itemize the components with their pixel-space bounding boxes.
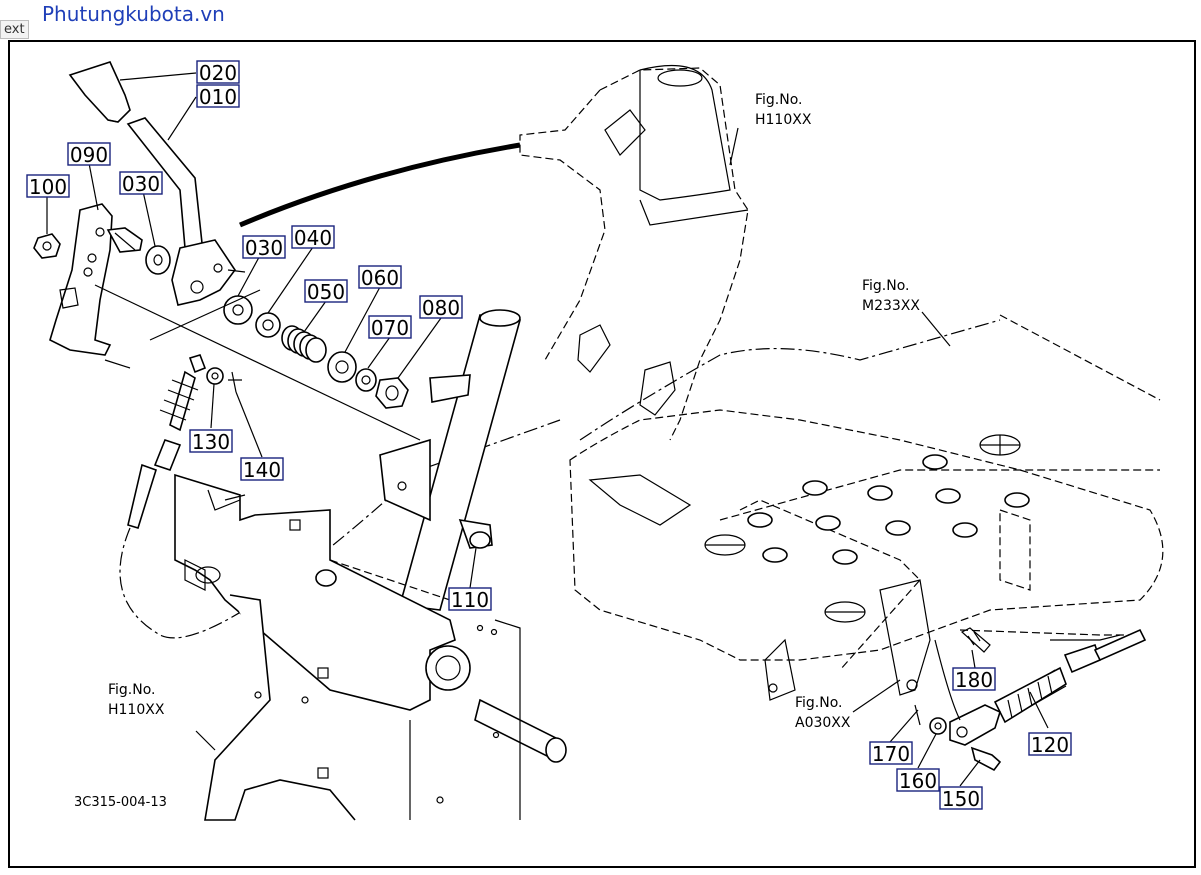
svg-text:Fig.No.: Fig.No. — [755, 92, 803, 108]
cable-assembly-right — [914, 627, 1147, 772]
part-label-090[interactable]: 090 — [67, 142, 111, 167]
svg-text:140: 140 — [243, 458, 281, 482]
svg-text:100: 100 — [29, 175, 67, 199]
floor-holes — [747, 454, 1030, 565]
svg-text:010: 010 — [199, 85, 237, 109]
part-label-110[interactable]: 110 — [448, 587, 492, 612]
part-label-060[interactable]: 060 — [358, 265, 402, 290]
part-label-130[interactable]: 130 — [189, 429, 233, 454]
watermark-text: Phutungkubota.vn — [42, 2, 225, 26]
part-label-030-a[interactable]: 030 — [119, 171, 163, 196]
part-label-050[interactable]: 050 — [304, 279, 348, 304]
part-label-140[interactable]: 140 — [240, 457, 284, 482]
figure-ref-h110-bottom[interactable]: Fig.No. H110XX — [108, 682, 165, 718]
column-tube — [379, 309, 522, 611]
lever-assembly — [33, 61, 561, 639]
svg-text:040: 040 — [294, 226, 332, 250]
svg-text:M233XX: M233XX — [862, 298, 920, 314]
text-tab[interactable]: ext — [0, 20, 29, 39]
svg-text:H110XX: H110XX — [755, 112, 812, 128]
figure-ref-h110-top[interactable]: Fig.No. H110XX — [755, 92, 812, 128]
svg-text:160: 160 — [899, 769, 937, 793]
drawing-code: 3C315-004-13 — [74, 795, 167, 810]
leader-lines — [46, 72, 1049, 787]
svg-text:080: 080 — [422, 296, 460, 320]
main-frame — [174, 473, 567, 821]
cable-end-left — [119, 370, 561, 639]
svg-text:110: 110 — [451, 588, 489, 612]
svg-text:A030XX: A030XX — [795, 715, 851, 731]
part-labels: 020 010 090 100 030 030 040 050 — [26, 60, 1072, 811]
svg-text:H110XX: H110XX — [108, 702, 165, 718]
part-label-100[interactable]: 100 — [26, 174, 70, 199]
figure-ref-a030[interactable]: Fig.No. A030XX — [795, 695, 851, 731]
svg-text:170: 170 — [872, 742, 910, 766]
svg-text:130: 130 — [192, 430, 230, 454]
svg-text:030: 030 — [245, 236, 283, 260]
svg-text:Fig.No.: Fig.No. — [795, 695, 843, 711]
diagram-frame — [8, 40, 1196, 868]
svg-text:Fig.No.: Fig.No. — [862, 278, 910, 294]
svg-text:Fig.No.: Fig.No. — [108, 682, 156, 698]
part-label-160[interactable]: 160 — [896, 768, 940, 793]
svg-text:070: 070 — [371, 316, 409, 340]
svg-text:050: 050 — [307, 280, 345, 304]
part-label-070[interactable]: 070 — [368, 315, 412, 340]
svg-text:150: 150 — [942, 787, 980, 811]
part-label-030-b[interactable]: 030 — [242, 235, 286, 260]
part-label-010[interactable]: 010 — [196, 84, 240, 109]
part-label-020[interactable]: 020 — [196, 60, 240, 85]
part-label-040[interactable]: 040 — [291, 225, 335, 250]
spring-050 — [281, 325, 327, 363]
part-label-080[interactable]: 080 — [419, 295, 463, 320]
figure-refs: Fig.No. H110XX Fig.No. M233XX Fig.No. H1… — [108, 92, 920, 731]
part-label-180[interactable]: 180 — [952, 667, 996, 692]
svg-text:090: 090 — [70, 143, 108, 167]
part-label-150[interactable]: 150 — [939, 786, 983, 811]
part-label-170[interactable]: 170 — [869, 741, 913, 766]
svg-text:180: 180 — [955, 668, 993, 692]
dashboard-housing — [239, 64, 749, 441]
svg-text:060: 060 — [361, 266, 399, 290]
svg-text:030: 030 — [122, 172, 160, 196]
svg-text:120: 120 — [1031, 733, 1069, 757]
floor-pivots — [704, 434, 1021, 623]
part-label-120[interactable]: 120 — [1028, 732, 1072, 757]
floor-panel — [569, 314, 1164, 701]
figure-ref-m233[interactable]: Fig.No. M233XX — [862, 278, 920, 314]
svg-text:020: 020 — [199, 61, 237, 85]
